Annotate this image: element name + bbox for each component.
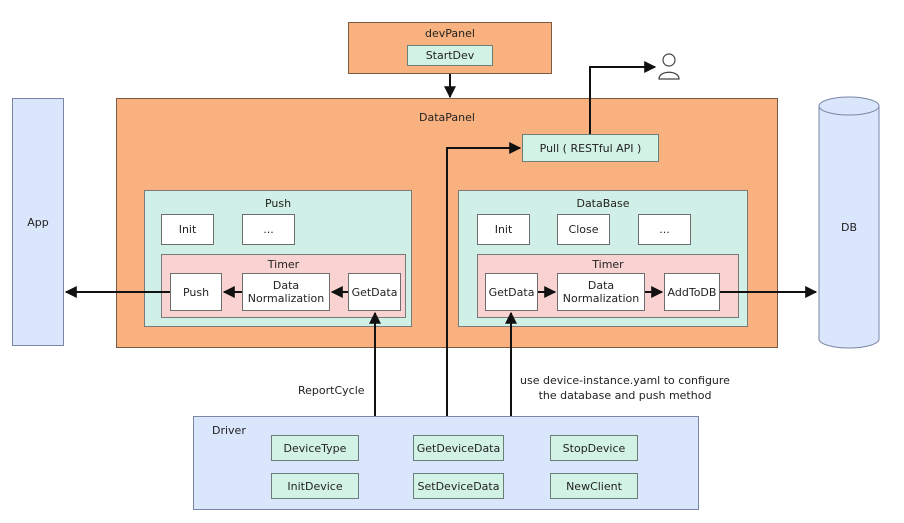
database-close-label: Close (568, 223, 599, 236)
database-addtodb-box: AddToDB (664, 273, 720, 311)
driver-stopdevice-label: StopDevice (562, 441, 626, 455)
driver-initdevice-label: InitDevice (287, 479, 343, 493)
database-panel-title: DataBase (576, 197, 630, 210)
push-panel-title: Push (264, 197, 292, 210)
database-more-box: ... (638, 214, 691, 245)
push-normalization-box: Data Normalization (242, 273, 330, 311)
driver-initdevice-box: InitDevice (271, 473, 359, 499)
driver-newclient-label: NewClient (566, 479, 622, 493)
push-step-box: Push (170, 273, 222, 311)
database-init-box: Init (477, 214, 530, 245)
database-getdata-label: GetData (488, 285, 535, 299)
push-more-label: ... (263, 223, 274, 236)
push-more-box: ... (242, 214, 295, 245)
push-getdata-box: GetData (348, 273, 401, 311)
pull-api-box: Pull ( RESTful API ) (522, 134, 659, 162)
push-init-label: Init (178, 223, 197, 236)
database-timer-title: Timer (592, 258, 624, 271)
user-icon (658, 53, 680, 80)
push-step-label: Push (182, 285, 210, 299)
driver-setdevicedata-label: SetDeviceData (417, 479, 500, 493)
app-block: App (12, 98, 64, 346)
db-cylinder (818, 96, 880, 349)
report-cycle-label: ReportCycle (298, 384, 365, 397)
config-note-line1: use device-instance.yaml to configure (520, 374, 730, 387)
driver-stopdevice-box: StopDevice (550, 435, 638, 461)
driver-getdevicedata-label: GetDeviceData (416, 441, 501, 455)
database-init-label: Init (494, 223, 513, 236)
devpanel-title: devPanel (425, 27, 475, 40)
push-getdata-label: GetData (351, 285, 398, 299)
pull-to-user-arrow (589, 61, 657, 134)
database-normalization-line1: Data (587, 279, 615, 292)
push-init-box: Init (161, 214, 214, 245)
db-label: DB (840, 221, 858, 234)
database-normalization-line2: Normalization (562, 292, 640, 305)
startdev-label: StartDev (425, 49, 475, 62)
database-close-box: Close (557, 214, 610, 245)
database-more-label: ... (659, 223, 670, 236)
push-normalization-line2: Normalization (247, 292, 325, 305)
push-normalization-line1: Data (272, 279, 300, 292)
driver-to-pull-arrow (446, 142, 522, 416)
app-label: App (27, 215, 49, 229)
driver-getdevicedata-box: GetDeviceData (413, 435, 504, 461)
driver-devicetype-label: DeviceType (283, 441, 347, 455)
driver-devicetype-box: DeviceType (271, 435, 359, 461)
driver-newclient-box: NewClient (550, 473, 638, 499)
startdev-box: StartDev (407, 45, 493, 66)
datapanel-title: DataPanel (419, 111, 475, 124)
database-getdata-box: GetData (485, 273, 538, 311)
database-addtodb-label: AddToDB (667, 285, 717, 299)
push-timer-title: Timer (267, 258, 300, 271)
config-note-line2: the database and push method (538, 389, 712, 402)
database-normalization-box: Data Normalization (557, 273, 645, 311)
driver-title: Driver (212, 424, 246, 437)
driver-setdevicedata-box: SetDeviceData (413, 473, 504, 499)
pull-api-label: Pull ( RESTful API ) (539, 141, 642, 155)
